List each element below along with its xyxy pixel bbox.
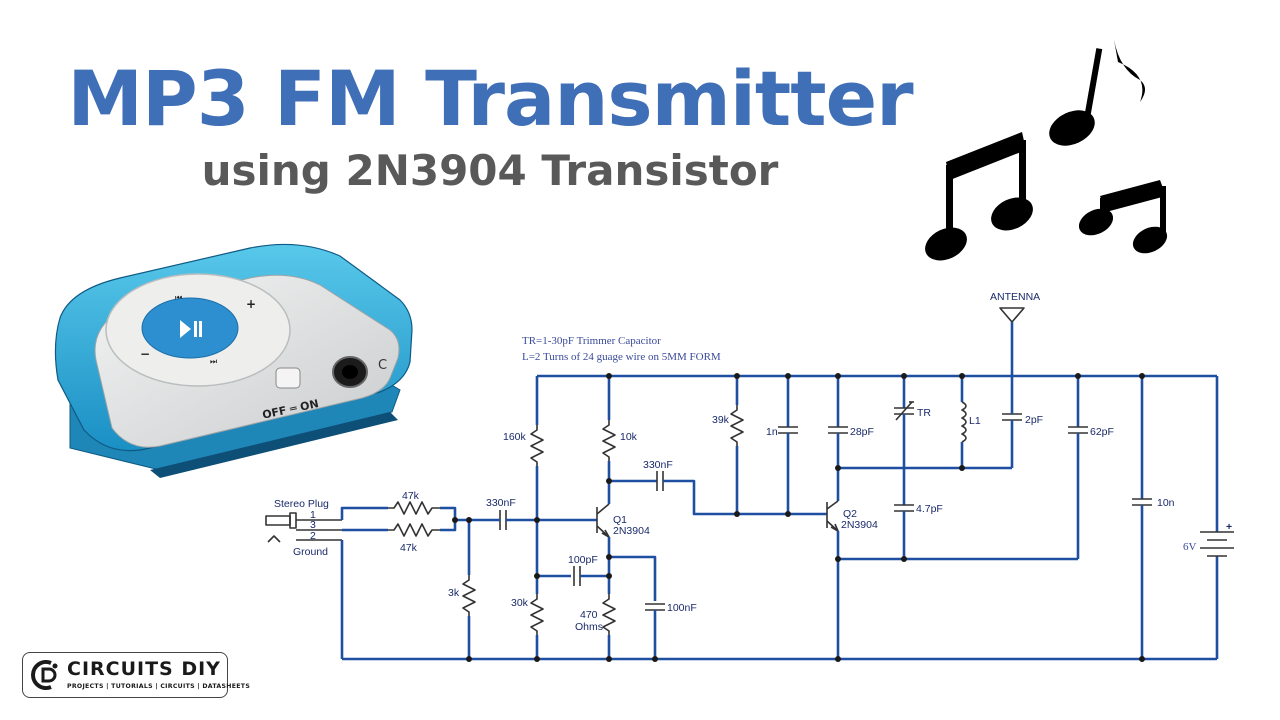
capacitor-62pf (1068, 426, 1088, 434)
resistor-30k (530, 594, 544, 635)
antenna-symbol (999, 307, 1025, 323)
page-subtitle: using 2N3904 Transistor (201, 146, 779, 195)
capacitor-330nf-input (499, 510, 507, 530)
junction-dots (452, 373, 1145, 662)
ground-label: Ground (293, 546, 328, 558)
transistor-q2-label: Q2 (843, 508, 857, 520)
coil-note: L=2 Turns of 24 guage wire on 5MM FORM (522, 351, 721, 363)
transistor-q1 (596, 503, 610, 538)
circuits-diy-logo[interactable]: CIRCUITS DIY PROJECTS | TUTORIALS | CIRC… (22, 652, 250, 698)
resistor-470-ohms (602, 594, 616, 635)
pin-1-label: 1 (310, 509, 316, 521)
capacitor-62pf-label: 62pF (1090, 426, 1114, 438)
capacitor-330nf-coupling (656, 471, 664, 491)
resistor-47k-bottom (388, 523, 440, 537)
battery-voltage-label: 6V (1183, 541, 1197, 553)
capacitor-10n (1132, 498, 1152, 506)
capacitor-4-7pf (894, 504, 914, 512)
pin-2-label: 2 (310, 530, 316, 542)
resistor-30k-label: 30k (511, 597, 529, 609)
transistor-q1-label: Q1 (613, 514, 627, 526)
capacitor-2pf-label: 2pF (1025, 414, 1043, 426)
stereo-plug-label: Stereo Plug (274, 498, 329, 510)
capacitor-100nf-label: 100nF (667, 602, 697, 614)
resistor-10k (602, 420, 616, 461)
transistor-q1-part: 2N3904 (613, 525, 650, 537)
trimmer-label: TR (917, 407, 931, 419)
brand-name: CIRCUITS DIY (67, 658, 221, 680)
resistor-47k-top (388, 501, 440, 515)
capacitor-100pf (573, 566, 581, 586)
transistor-q2 (826, 500, 839, 532)
capacitor-4-7pf-label: 4.7pF (916, 503, 943, 515)
capacitor-10n-label: 10n (1157, 497, 1175, 509)
battery-plus-label: + (1226, 521, 1232, 533)
transistor-q2-part: 2N3904 (841, 519, 878, 531)
resistor-470-unit: Ohms (575, 621, 603, 633)
inductor-l1 (961, 401, 967, 443)
pin-3-label: 3 (310, 519, 316, 531)
resistor-3k-label: 3k (448, 587, 460, 599)
capacitor-28pf (828, 426, 848, 434)
capacitor-330nf-input-label: 330nF (486, 497, 516, 509)
resistor-160k (530, 425, 544, 466)
circuits-diy-logo-icon (31, 660, 58, 690)
trimmer-note: TR=1-30pF Trimmer Capacitor (522, 335, 661, 347)
capacitor-330nf-coupling-label: 330nF (643, 459, 673, 471)
capacitor-28pf-label: 28pF (850, 426, 874, 438)
resistor-3k (462, 575, 476, 616)
battery-symbol (1200, 531, 1234, 557)
resistor-39k (730, 405, 744, 446)
resistor-47k-bottom-label: 47k (400, 542, 418, 554)
capacitor-100nf (645, 603, 665, 611)
page-title: MP3 FM Transmitter (67, 54, 913, 143)
inductor-l1-label: L1 (969, 415, 981, 427)
resistor-160k-label: 160k (503, 431, 527, 443)
resistor-47k-top-label: 47k (402, 490, 420, 502)
antenna-label: ANTENNA (990, 291, 1040, 303)
stereo-plug-symbol (265, 512, 342, 543)
capacitor-2pf (1002, 413, 1022, 421)
capacitor-1n (778, 426, 798, 434)
brand-tagline: PROJECTS | TUTORIALS | CIRCUITS | DATASH… (67, 683, 251, 690)
capacitor-100pf-label: 100pF (568, 554, 598, 566)
resistor-470-label: 470 (580, 609, 598, 621)
resistor-10k-label: 10k (620, 431, 638, 443)
capacitor-1n-label: 1n (766, 426, 778, 438)
resistor-39k-label: 39k (712, 414, 730, 426)
